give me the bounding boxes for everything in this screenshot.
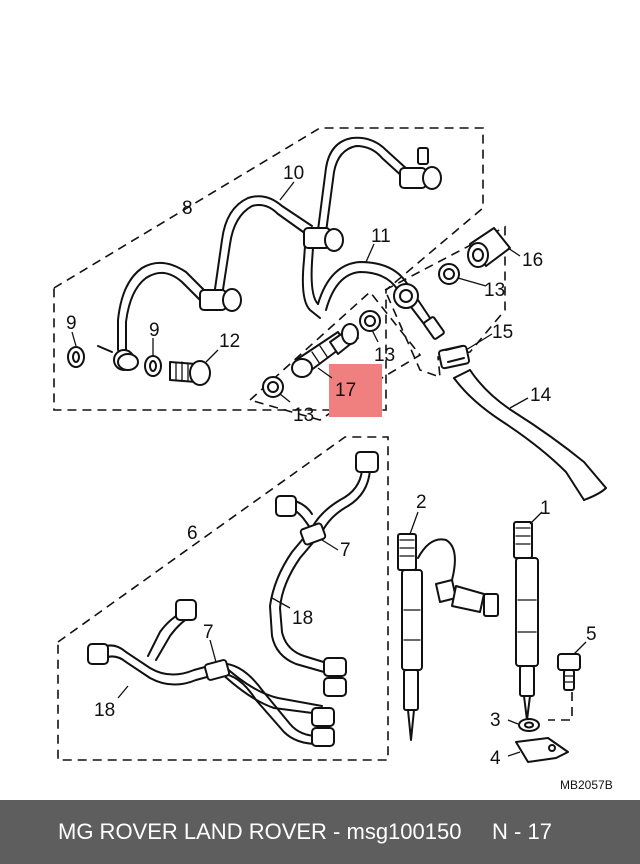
callout-12: 12 xyxy=(219,331,240,352)
footer-ref: N - 17 xyxy=(492,819,552,844)
footer-part-number: msg100150 xyxy=(346,819,462,844)
callout-2: 2 xyxy=(416,492,427,513)
return-pipe-assembly xyxy=(97,136,442,371)
callout-16: 16 xyxy=(522,250,543,271)
callout-3: 3 xyxy=(490,710,501,731)
washer-13-low xyxy=(262,376,284,398)
callout-13-mid: 13 xyxy=(374,345,395,366)
callout-11: 11 xyxy=(371,226,391,247)
callout-13-top: 13 xyxy=(484,280,505,301)
callout-7-left: 7 xyxy=(203,622,214,643)
callout-9-right: 9 xyxy=(149,320,160,341)
washer-3 xyxy=(518,718,540,732)
washer-13-low-inner xyxy=(267,381,279,393)
callout-9-left: 9 xyxy=(66,313,77,334)
hose-14 xyxy=(453,369,607,501)
washer-13-top-inner xyxy=(443,268,455,280)
callout-10: 10 xyxy=(283,163,304,184)
callout-18-right: 18 xyxy=(292,608,313,629)
footer-gap xyxy=(461,819,492,845)
footer-brand: MG ROVER LAND ROVER xyxy=(58,819,327,844)
callout-18-left: 18 xyxy=(94,700,115,721)
injector-1 xyxy=(513,521,539,721)
clamp-4 xyxy=(515,737,569,763)
leader-lines xyxy=(71,181,587,757)
clamp-4-hole xyxy=(548,744,556,752)
injector-2 xyxy=(397,533,499,741)
callout-1: 1 xyxy=(540,498,551,519)
parts-diagram: 8 10 11 9 9 12 13 13 13 16 15 14 17 6 7 … xyxy=(53,127,613,792)
callout-17: 17 xyxy=(335,380,356,401)
highlight-box xyxy=(329,364,382,417)
clip-15 xyxy=(437,344,471,370)
washer-3-inner xyxy=(524,721,534,729)
footer-bar: MG ROVER LAND ROVER - msg100150 N - 17 xyxy=(0,800,640,864)
callout-14: 14 xyxy=(530,385,552,406)
banjo-bolt-12 xyxy=(169,360,211,386)
bolt-5-line xyxy=(548,692,573,721)
callout-13-low: 13 xyxy=(293,405,314,426)
callout-7-right: 7 xyxy=(340,540,351,561)
footer-separator: - xyxy=(326,819,347,844)
callout-5: 5 xyxy=(586,624,597,645)
washer-13-mid xyxy=(359,310,381,332)
callout-15: 15 xyxy=(492,322,513,343)
washer-13-top xyxy=(438,263,460,285)
washer-9-left xyxy=(67,346,85,368)
bolt-5 xyxy=(557,653,581,691)
injector-harness xyxy=(87,451,379,747)
drawing-code: MB2057B xyxy=(560,778,613,792)
washer-13-mid-inner xyxy=(364,315,376,327)
pipe-11 xyxy=(317,261,445,340)
group-outline-6 xyxy=(57,436,389,761)
washer-9-right-inner xyxy=(149,360,157,372)
callout-6: 6 xyxy=(187,523,198,544)
callout-4: 4 xyxy=(490,748,501,769)
banjo-bolt-17 xyxy=(291,323,359,378)
washer-9-right xyxy=(144,355,162,377)
callout-8: 8 xyxy=(182,198,193,219)
washer-9-left-inner xyxy=(72,351,80,363)
adaptor-16 xyxy=(467,227,511,268)
group-outline-8 xyxy=(53,127,484,411)
